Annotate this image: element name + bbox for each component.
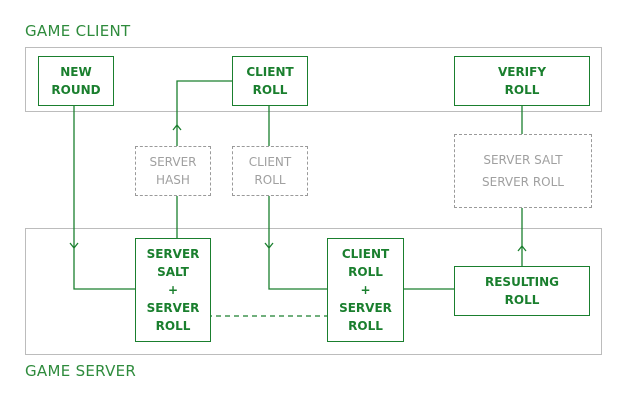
arrow-head-down-2 — [264, 242, 274, 250]
server-salt-roll-box: SERVER SALT + SERVER ROLL — [135, 238, 211, 342]
resulting-roll-line-1: RESULTING — [484, 275, 560, 289]
combine-line-5: ROLL — [348, 319, 383, 333]
server-salt-roll-line-3: + — [167, 283, 179, 297]
client-roll-sent-line-1: CLIENT — [248, 155, 292, 169]
connector-hash-to-client-roll — [176, 80, 232, 146]
server-salt-roll-line-5: ROLL — [155, 319, 191, 333]
server-hash-line-2: HASH — [156, 173, 190, 187]
new-round-box: NEW ROUND — [38, 56, 114, 106]
server-hash-box: SERVER HASH — [135, 146, 211, 196]
game-client-label: GAME CLIENT — [25, 22, 131, 40]
combine-line-4: SERVER — [339, 301, 392, 315]
new-round-line-1: NEW — [60, 65, 92, 79]
reveal-line-1: SERVER SALT — [483, 153, 563, 167]
combine-line-2: ROLL — [348, 265, 383, 279]
client-roll-line-2: ROLL — [252, 83, 288, 97]
client-roll-server-roll-box: CLIENT ROLL + SERVER ROLL — [327, 238, 404, 342]
connector-new-round-to-server — [73, 105, 135, 290]
client-roll-sent-line-2: ROLL — [254, 173, 286, 187]
server-salt-roll-reveal-box: SERVER SALT SERVER ROLL — [454, 134, 592, 208]
new-round-line-2: ROUND — [51, 83, 101, 97]
game-server-label: GAME SERVER — [25, 362, 137, 380]
server-salt-roll-line-4: SERVER — [146, 301, 200, 315]
arrow-head-up-2 — [517, 244, 527, 252]
client-roll-box: CLIENT ROLL — [232, 56, 308, 106]
server-salt-roll-line-1: SERVER — [146, 247, 200, 261]
resulting-roll-box: RESULTING ROLL — [454, 266, 590, 316]
client-roll-line-1: CLIENT — [246, 65, 294, 79]
verify-roll-line-1: VERIFY — [497, 65, 547, 79]
reveal-line-2: SERVER ROLL — [482, 175, 564, 189]
connector-sent-to-combine — [268, 196, 327, 290]
verify-roll-box: VERIFY ROLL — [454, 56, 590, 106]
server-salt-roll-line-2: SALT — [157, 265, 189, 279]
combine-line-1: CLIENT — [341, 247, 390, 261]
arrow-head-up-1 — [172, 123, 182, 131]
combine-line-3: + — [360, 283, 371, 297]
resulting-roll-line-2: ROLL — [504, 293, 540, 307]
game-server-region — [25, 228, 602, 355]
verify-roll-line-2: ROLL — [504, 83, 540, 97]
server-hash-line-1: SERVER — [149, 155, 197, 169]
arrow-head-down-1 — [69, 242, 79, 250]
game-client-region — [25, 47, 602, 112]
client-roll-sent-box: CLIENT ROLL — [232, 146, 308, 196]
